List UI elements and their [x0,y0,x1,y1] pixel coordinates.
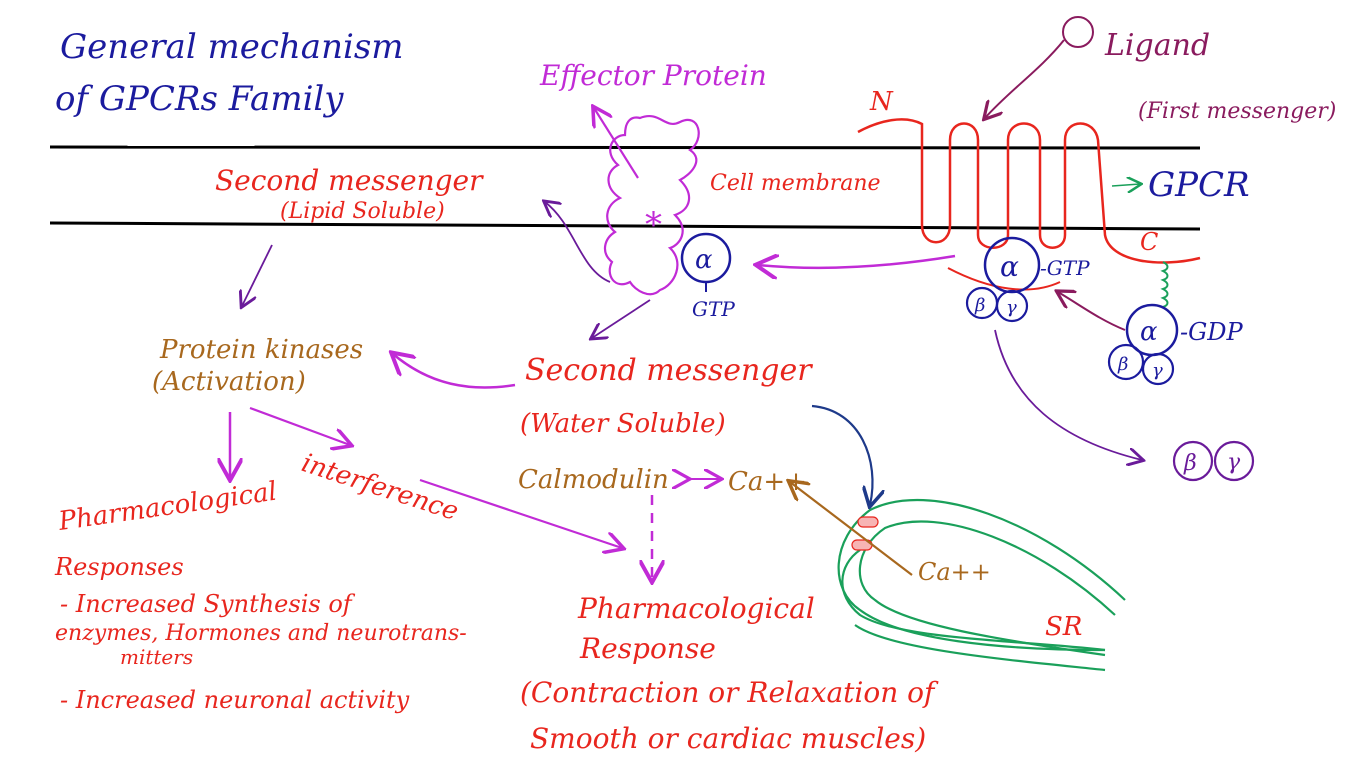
sr-middle-membrane [858,520,1116,657]
gpcr-label: GPCR [1148,165,1250,205]
effector-protein-label: Effector Protein [539,59,767,92]
effector-to-lipid-arrow [545,202,611,283]
inactive-gamma-circle [1141,352,1175,386]
gpcr-green-arrow [1111,184,1140,186]
gprotein-beta-symbol: β [974,295,985,316]
released-gamma-circle [1213,440,1255,482]
kinase-to-interference-arrow [249,406,350,445]
title-line2: of GPCRs Family [55,79,344,119]
membrane-inner-line [49,221,1201,231]
interference-to-response-arrow [419,478,622,548]
neuronal-activity-line: - Increased neuronal activity [60,686,410,714]
calmodulin-label: Calmodulin [518,465,669,495]
water-to-kinase-arrow [393,354,516,389]
ca-sr-label: Ca++ [918,558,991,586]
gprotein-gamma-circle [995,289,1029,323]
released-beta-symbol: β [1183,451,1197,476]
effector-alpha-symbol: α [695,245,713,275]
ligand-label: Ligand [1104,28,1210,63]
c-terminus-label: C [1140,228,1158,256]
inactive-beta-circle [1107,343,1145,381]
released-gamma-symbol: γ [1227,450,1241,475]
lipid-soluble-label: (Lipid Soluble) [280,199,445,224]
activation-label: (Activation) [152,367,306,397]
gprotein-gtp-label: -GTP [1040,256,1090,280]
pharm-responses-label: Pharmacological [56,477,279,537]
synthesis-line2: enzymes, Hormones and neurotrans- [55,621,467,646]
pharm-responses-label2: Responses [54,553,184,581]
gpcr-serpentine [857,118,1201,264]
effector-to-water-arrow [592,299,651,338]
gdp-to-gtp-arrow [1058,292,1126,331]
gdp-label: -GDP [1180,318,1244,346]
inactive-gamma-symbol: γ [1152,360,1163,381]
n-terminus-label: N [869,87,894,117]
gprotein-gamma-symbol: γ [1006,297,1017,318]
membrane-outer-line [49,145,1201,150]
ca-release-arrow [790,482,913,576]
title-line1: General mechanism [60,27,404,67]
cell-membrane-label: Cell membrane [710,171,881,196]
ligand-circle [1062,16,1094,48]
pharm-response-label2: Response [579,632,716,665]
second-messenger-water-label: Second messenger [525,353,813,388]
sr-bottom-membrane [854,624,1106,672]
synthesis-line3: mitters [120,645,193,669]
effector-asterisk: * [645,205,662,245]
water-to-sr-arrow [811,404,873,505]
contraction-line2: Smooth or cardiac muscles) [530,722,926,755]
beta-gamma-release-arrow [994,329,1142,460]
contraction-line1: (Contraction or Relaxation of [520,676,939,709]
interference-label: interference [298,448,462,527]
effector-gtp-label: GTP [692,297,735,321]
synthesis-line1: - Increased Synthesis of [60,590,356,618]
lipid-to-kinase-arrow [242,244,273,306]
inactive-alpha-symbol: α [1140,317,1158,347]
protein-kinases-label: Protein kinases [159,335,363,365]
inactive-beta-symbol: β [1117,354,1128,375]
ligand-arrow [985,39,1065,118]
sr-channel-1 [857,516,879,528]
gprotein-anchor-spring [1160,261,1169,308]
second-messenger-lipid-label: Second messenger [215,164,484,197]
sr-label: SR [1045,612,1082,642]
effector-protein-shape [603,115,700,296]
effector-arrow [594,108,639,179]
sr-inner-membrane [841,549,1106,652]
released-beta-circle [1172,440,1214,482]
sr-outer-membrane [837,498,1126,652]
pharm-response-label: Pharmacological [577,592,815,625]
alpha-to-effector-arrow [758,256,956,268]
water-soluble-label: (Water Soluble) [520,409,726,439]
gprotein-red-underline [947,267,1061,291]
ca-plus-label: Ca++ [728,467,807,497]
gprotein-alpha-symbol: α [1000,250,1019,283]
first-messenger-label: (First messenger) [1138,99,1336,124]
